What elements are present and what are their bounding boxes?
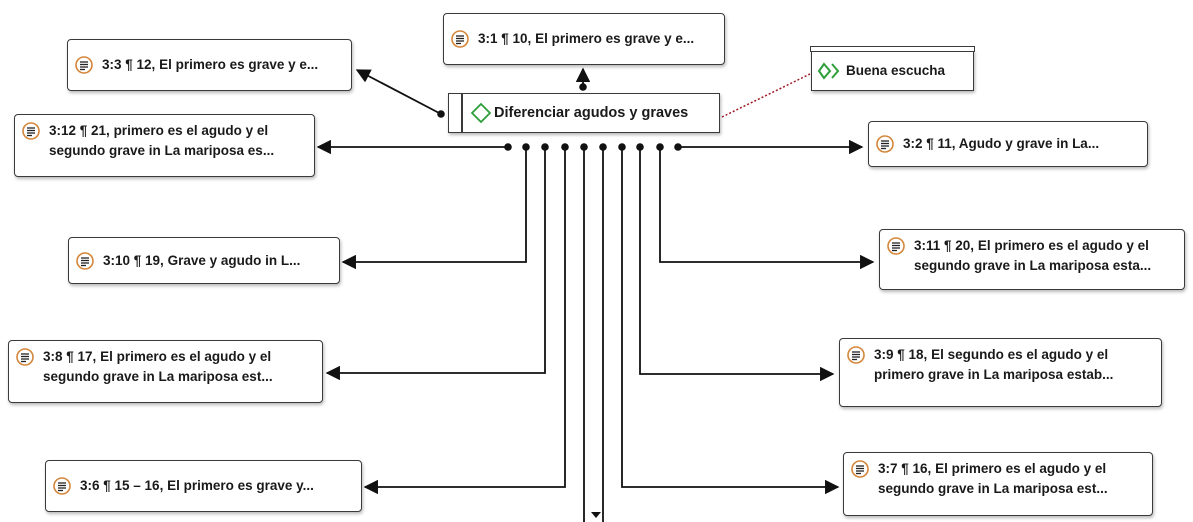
quotation-node-q-3-9[interactable]: 3:9 ¶ 18, El segundo es el agudo y el pr… [839,338,1162,407]
quotation-line-1: 3:10 ¶ 19, Grave y agudo in L... [103,251,331,271]
quotation-line-2: segundo grave in La mariposa est... [878,481,1108,496]
link-dot [618,143,626,151]
link-dot [580,143,588,151]
link-dot [437,110,445,118]
quotation-line-2: segundo grave in La mariposa esta... [914,258,1152,273]
link-dot [599,143,607,151]
quotation-node-q-3-8[interactable]: 3:8 ¶ 17, El primero es el agudo y el se… [8,340,323,403]
quotation-reference: 3:10 ¶ 19, [103,252,164,268]
link-to-q-3-8 [325,147,546,381]
quotation-node-q-3-12[interactable]: 3:12 ¶ 21, primero es el agudo y el segu… [14,114,315,177]
central-code-label: Diferenciar agudos y graves [494,105,689,121]
link-to-q-3-10 [341,147,527,270]
quotation-line-1: 3:3 ¶ 12, El primero es grave y e... [102,55,343,75]
quotation-line-2: segundo grave in La mariposa es... [49,143,275,158]
link-dot [504,143,512,151]
link-dot [561,143,569,151]
quotation-line-1: 3:11 ¶ 20, El primero es el agudo y el [914,236,1176,256]
linked-code-node[interactable]: Buena escucha [810,46,975,91]
quotation-line-1: 3:7 ¶ 16, El primero es el agudo y el [878,459,1144,479]
quotation-document-icon [16,348,34,366]
quotation-line-2: primero grave in La mariposa estab... [874,367,1114,382]
quotation-text: El primero es grave y... [167,478,314,493]
link-dot [656,143,664,151]
link-dot [541,143,549,151]
quotation-document-icon [451,30,469,48]
link-dot [579,83,587,91]
quotation-text: El primero es grave y e... [535,31,695,46]
quotation-node-q-3-2[interactable]: 3:2 ¶ 11, Agudo y grave in La... [868,121,1148,167]
link-dot [522,143,530,151]
double-diamond-code-icon [818,62,840,80]
quotation-line-1: 3:12 ¶ 21, primero es el agudo y el [49,121,306,141]
link-to-q-3-11 [659,147,875,270]
quotation-reference: 3:7 ¶ 16, [878,461,932,476]
quotation-reference: 3:8 ¶ 17, [43,349,97,364]
diamond-code-icon [471,103,491,123]
quotation-text: El primero es el agudo y el [977,238,1149,253]
quotation-text: El segundo es el agudo y el [931,347,1109,362]
quotation-node-q-3-7[interactable]: 3:7 ¶ 16, El primero es el agudo y el se… [843,452,1153,516]
link-to-q-3-7 [621,147,840,495]
link-to-q-3-9 [639,147,835,382]
code-node-header [810,46,975,52]
linked-code-label: Buena escucha [846,63,946,78]
quotation-document-icon [876,135,894,153]
quotation-line-1: 3:9 ¶ 18, El segundo es el agudo y el [874,345,1153,365]
quotation-document-icon [76,251,94,270]
quotation-reference: 3:11 ¶ 20, [914,238,975,253]
quotation-reference: 3:1 ¶ 10, [478,31,532,46]
quotation-line-1: 3:2 ¶ 11, Agudo y grave in La... [903,134,1139,154]
quotation-text: El primero es grave y e... [159,57,319,72]
quotation-text: El primero es el agudo y el [100,349,272,364]
quotation-reference: 3:9 ¶ 18, [874,347,928,362]
code-node-bar [461,94,463,132]
quotation-node-q-3-10[interactable]: 3:10 ¶ 19, Grave y agudo in L... [68,237,340,284]
offscreen-arrowhead [591,512,601,518]
quotation-text: Grave y agudo in L... [167,252,301,268]
quotation-reference: 3:12 ¶ 21, [49,123,110,138]
quotation-document-icon [847,346,865,364]
quotation-line-2: segundo grave in La mariposa est... [43,369,273,384]
quotation-document-icon [53,477,71,495]
quotation-text: El primero es el agudo y el [935,461,1107,476]
quotation-document-icon [887,237,905,255]
link-dot [636,143,644,151]
quotation-reference: 3:3 ¶ 12, [102,57,156,72]
quotation-reference: 3:2 ¶ 11, [903,136,956,151]
quotation-text: primero es el agudo y el [113,123,269,138]
link-dot [674,143,682,151]
quotation-line-1: 3:8 ¶ 17, El primero es el agudo y el [43,347,314,367]
link-to-q-3-3 [355,69,442,115]
quotation-node-q-3-1[interactable]: 3:1 ¶ 10, El primero es grave y e... [443,13,725,65]
quotation-document-icon [22,122,40,140]
link-to-buena-escucha [721,73,811,118]
quotation-line-1: 3:6 ¶ 15 – 16, El primero es grave y... [80,476,353,496]
quotation-line-1: 3:1 ¶ 10, El primero es grave y e... [478,29,716,49]
central-code-node[interactable]: Diferenciar agudos y graves [448,93,720,133]
quotation-text: Agudo y grave in La... [958,136,1100,151]
quotation-reference: 3:6 ¶ 15 – 16, [80,478,164,493]
quotation-document-icon [851,460,869,478]
quotation-node-q-3-3[interactable]: 3:3 ¶ 12, El primero es grave y e... [67,39,352,91]
quotation-node-q-3-11[interactable]: 3:11 ¶ 20, El primero es el agudo y el s… [879,229,1185,290]
quotation-node-q-3-6[interactable]: 3:6 ¶ 15 – 16, El primero es grave y... [45,460,362,512]
link-to-q-3-6 [363,147,566,495]
quotation-document-icon [75,56,93,74]
